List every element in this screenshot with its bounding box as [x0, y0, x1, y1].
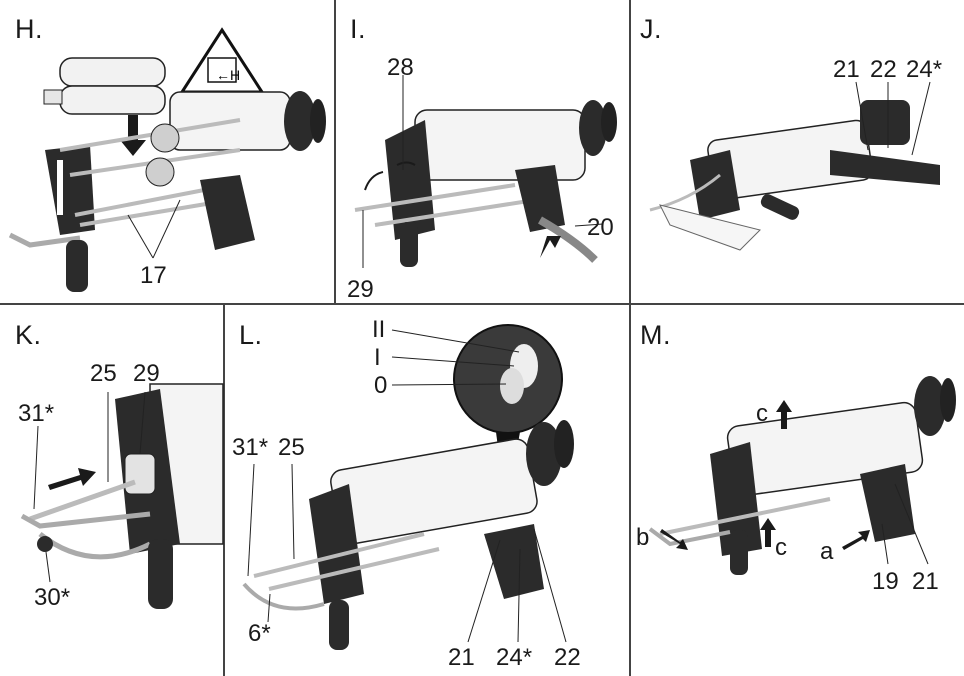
panel-label: L. — [239, 320, 263, 350]
dispenser-illustration — [649, 81, 940, 251]
dispenser-illustration — [648, 376, 956, 575]
panel-label: H. — [15, 14, 43, 44]
callout-25: 25 — [278, 434, 305, 461]
panel-h: H. ←H — [0, 0, 334, 303]
callout-29: 29 — [347, 276, 374, 303]
callout-31star: 31* — [232, 434, 269, 461]
callout-21: 21 — [912, 568, 939, 595]
callout-c-bottom: c — [775, 534, 787, 561]
callout-21: 21 — [448, 644, 475, 671]
divider-bottom-2 — [629, 304, 631, 676]
callout-28: 28 — [387, 54, 414, 81]
dispenser-closeup — [20, 383, 224, 609]
callout-31star: 31* — [18, 400, 55, 427]
svg-text:←H: ←H — [216, 67, 240, 83]
panel-i: I. 28 20 29 — [335, 0, 629, 303]
callout-20: 20 — [587, 214, 614, 241]
callout-c-top: c — [756, 400, 768, 427]
arrow-icon — [660, 529, 688, 550]
callout-29: 29 — [133, 360, 160, 387]
panel-k: K. 25 29 31* 30* — [0, 304, 224, 676]
callout-position-i: I — [374, 344, 381, 371]
callout-24star: 24* — [496, 644, 533, 671]
callout-19: 19 — [872, 568, 899, 595]
arrow-icon — [540, 236, 561, 258]
dispenser-illustration — [354, 75, 617, 268]
callout-21: 21 — [833, 56, 860, 83]
callout-position-0: 0 — [374, 372, 388, 399]
divider-horizontal — [0, 303, 964, 305]
callout-17: 17 — [140, 262, 167, 289]
divider-top-2 — [629, 0, 631, 303]
arrow-icon — [120, 115, 146, 156]
arrow-icon — [842, 530, 870, 550]
divider-top-1 — [334, 0, 336, 303]
arrow-icon — [48, 468, 96, 490]
callout-30star: 30* — [34, 584, 71, 611]
panel-label: J. — [640, 14, 663, 44]
panel-l: L. I — [224, 304, 629, 676]
dispenser-illustration: ←H — [8, 27, 326, 292]
panel-label: K. — [15, 320, 42, 350]
arrow-icon — [776, 400, 792, 429]
arrow-icon — [760, 518, 776, 547]
panel-label: I. — [350, 14, 367, 44]
cartridge-pair — [43, 57, 166, 115]
callout-24star: 24* — [906, 56, 943, 83]
callout-b: b — [636, 524, 650, 551]
callout-a: a — [820, 538, 834, 565]
callout-position-ii: II — [372, 316, 386, 343]
callout-6star: 6* — [248, 620, 271, 647]
warning-sign-icon: ←H — [179, 27, 265, 94]
divider-bottom-1 — [223, 304, 225, 676]
panel-label: M. — [640, 320, 671, 350]
panel-j: J. 21 22 24* — [630, 0, 964, 303]
panel-m: M. c b c a 19 21 — [630, 304, 964, 676]
callout-22: 22 — [554, 644, 581, 671]
dispenser-illustration — [242, 324, 574, 650]
callout-22: 22 — [870, 56, 897, 83]
callout-25: 25 — [90, 360, 117, 387]
